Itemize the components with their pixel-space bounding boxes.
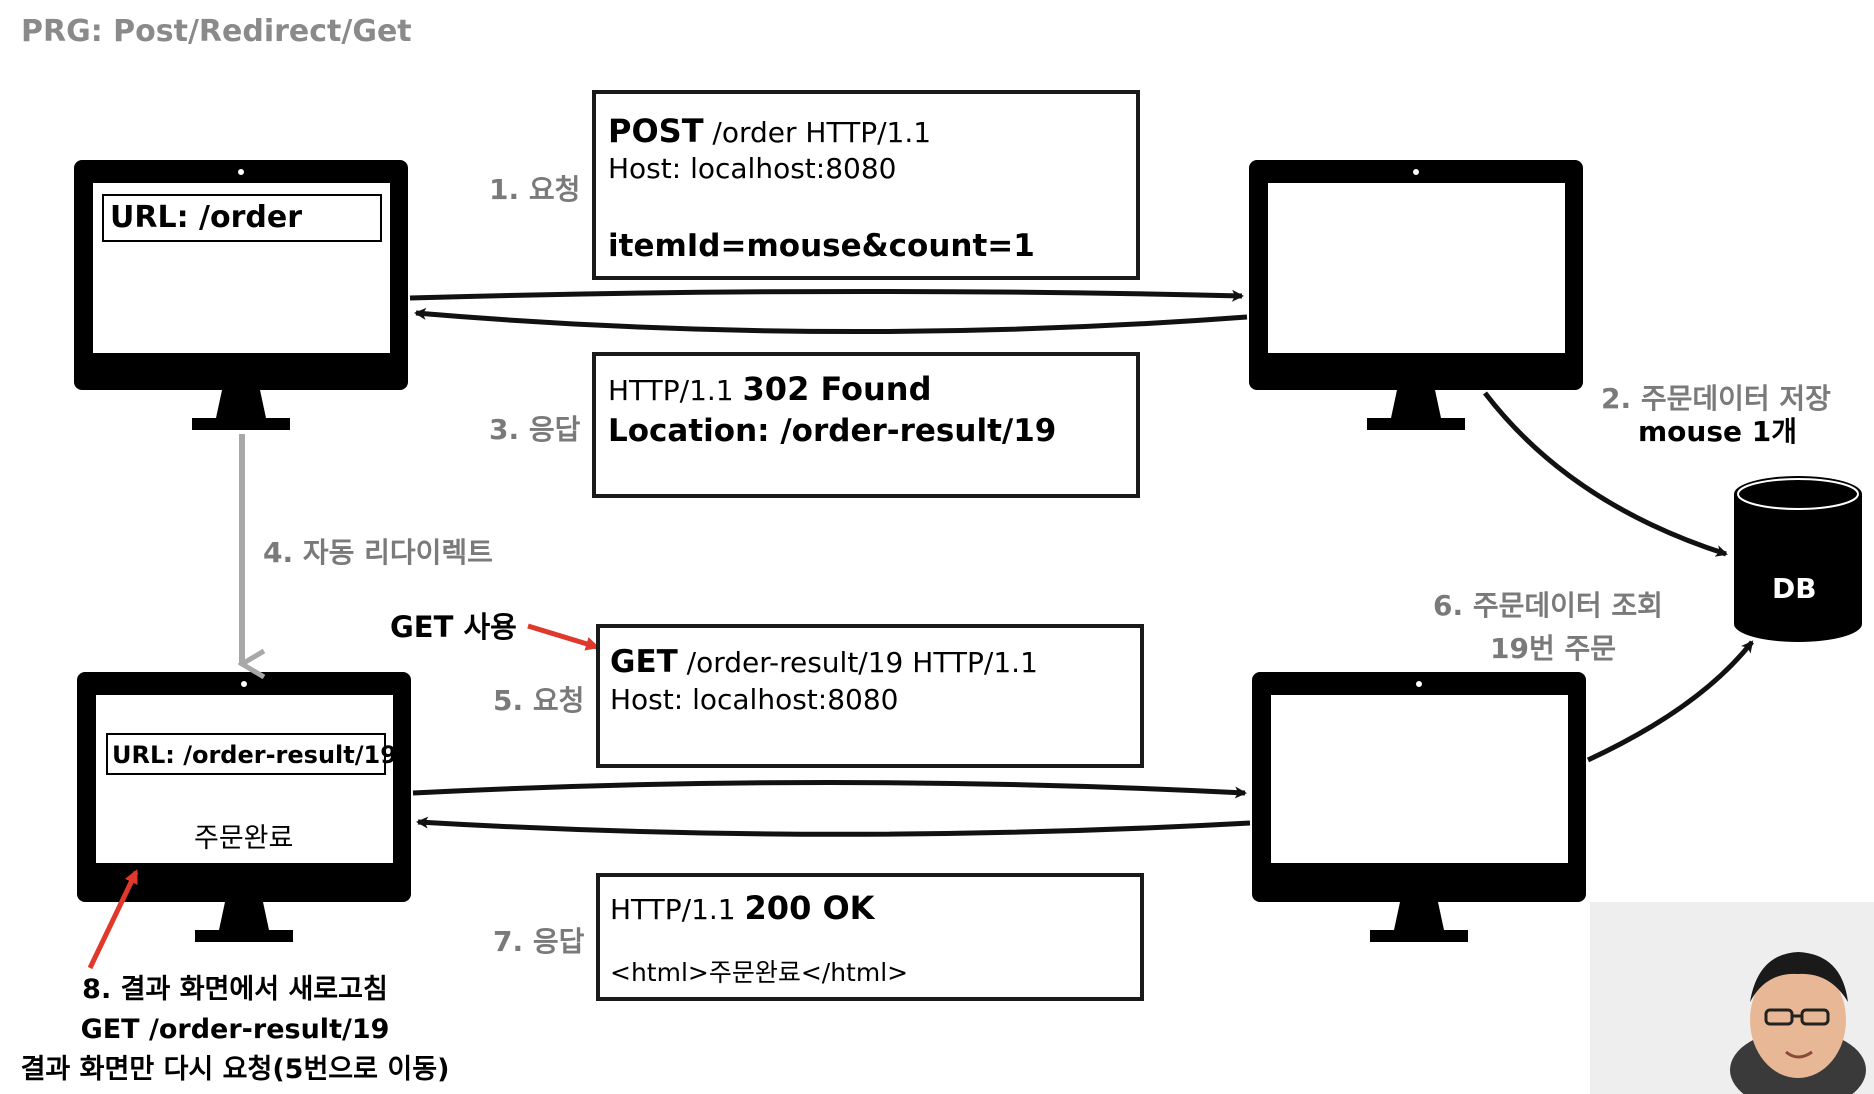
resp200-version: HTTP/1.1 [610,893,745,926]
resp302-version: HTTP/1.1 [608,374,743,407]
db-cylinder [1734,476,1862,642]
step-2-detail: mouse 1개 [1638,415,1797,448]
post-host: Host: localhost:8080 [608,152,897,185]
client-monitor-bottom [77,672,411,942]
get-note: GET 사용 [390,610,517,644]
step-8-note: 8. 결과 화면에서 새로고침 GET /order-result/19 결과 … [0,970,470,1090]
step-5-label: 5. 요청 [493,684,585,717]
resp302-status: 302 Found [742,370,932,408]
http-post-request-box: POST /order HTTP/1.1 Host: localhost:808… [592,90,1140,280]
post-method: POST [608,112,704,150]
arrow-response-top [414,307,1248,335]
arrow-save-db [1483,391,1728,557]
step-6-detail: 19번 주문 [1490,632,1616,665]
db-label: DB [1772,572,1817,605]
arrow-refresh-note [87,869,139,970]
result-content: 주문완료 [194,823,294,854]
server-monitor-bottom [1252,672,1586,942]
get-method: GET [610,644,678,680]
http-get-request-box: GET /order-result/19 HTTP/1.1 Host: loca… [596,624,1144,768]
arrow-get-note [527,623,600,651]
step-6-label: 6. 주문데이터 조회 [1433,589,1663,622]
url-bar-top: URL: /order [102,194,382,242]
url-text-top: URL: /order [110,200,302,235]
presenter-icon [1590,902,1874,1094]
step-4-label: 4. 자동 리다이렉트 [263,536,493,569]
step-2-label: 2. 주문데이터 저장 [1601,382,1831,415]
resp302-location: Location: /order-result/19 [608,413,1057,449]
http-200-response-box: HTTP/1.1 200 OK <html>주문완료</html> [596,873,1144,1001]
url-text-bottom: URL: /order-result/19 [112,741,397,769]
arrow-request-top [409,288,1244,302]
url-bar-bottom: URL: /order-result/19 [106,733,397,775]
post-path: /order HTTP/1.1 [703,116,932,149]
step-8-line-2: GET /order-result/19 [80,1014,390,1045]
server-monitor-top [1249,160,1583,430]
step-8-line-1: 8. 결과 화면에서 새로고침 [82,974,388,1005]
presenter-webcam [1590,902,1874,1094]
post-body: itemId=mouse&count=1 [608,228,1035,264]
arrow-response-bottom [416,816,1251,837]
step-7-label: 7. 응답 [493,925,585,958]
get-host: Host: localhost:8080 [610,683,899,716]
page-title: PRG: Post/Redirect/Get [21,14,412,49]
step-8-line-3: 결과 화면만 다시 요청(5번으로 이동) [20,1054,450,1085]
arrow-query-db [1586,640,1754,763]
arrow-request-bottom [412,780,1247,799]
resp200-body: <html>주문완료</html> [610,958,909,987]
step-3-label: 3. 응답 [489,413,581,446]
step-1-label: 1. 요청 [489,173,581,206]
get-path: /order-result/19 HTTP/1.1 [677,646,1038,679]
resp200-status: 200 OK [744,889,875,927]
http-302-response-box: HTTP/1.1 302 Found Location: /order-resu… [592,352,1140,498]
